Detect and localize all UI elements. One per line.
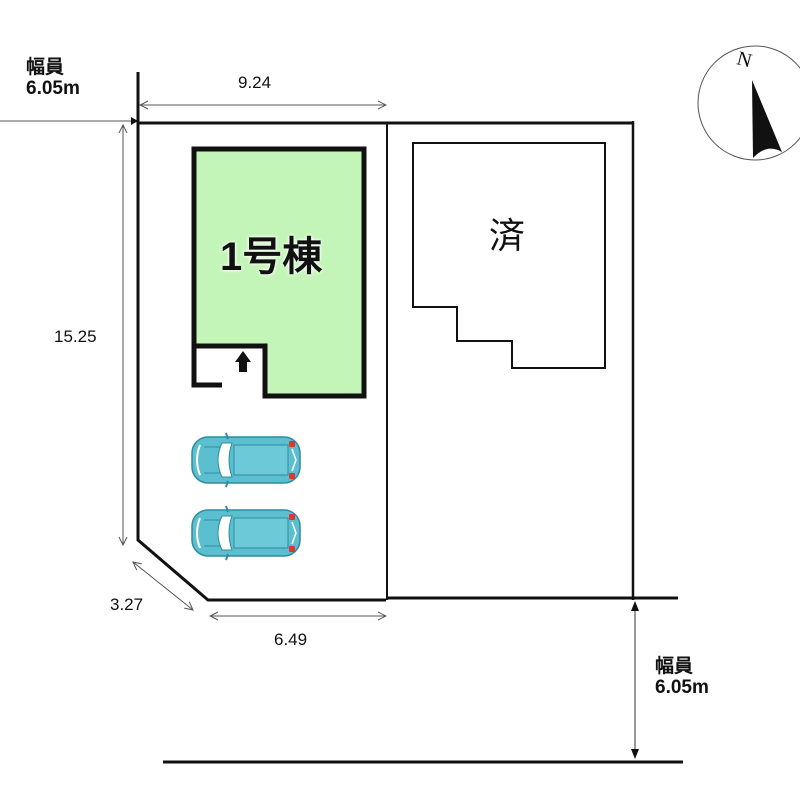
car-1-icon — [191, 432, 301, 488]
building-1-label: 1号棟 — [220, 235, 323, 279]
road-width-title: 幅員 — [26, 57, 65, 78]
neighbor-building-outline — [412, 142, 606, 369]
road-width-title: 幅員 — [655, 656, 694, 677]
compass-icon — [697, 45, 800, 161]
road-width-value: 6.05m — [655, 676, 709, 698]
entrance-arrow-icon — [235, 351, 251, 372]
neighbor-building-label: 済 — [489, 215, 526, 256]
road-label-northwest: 幅員 6.05m — [26, 57, 80, 100]
road-label-south: 幅員 6.05m — [655, 656, 709, 699]
dim-left-depth-label: 15.25 — [54, 327, 97, 346]
dim-corner-cut-label: 3.27 — [110, 595, 144, 614]
dim-corner-cut — [133, 562, 193, 610]
dim-top-width-label: 9.24 — [238, 73, 272, 92]
road-width-value: 6.05m — [26, 77, 80, 99]
car-2-icon — [191, 505, 301, 561]
dim-bottom-width-label: 6.49 — [274, 630, 308, 649]
